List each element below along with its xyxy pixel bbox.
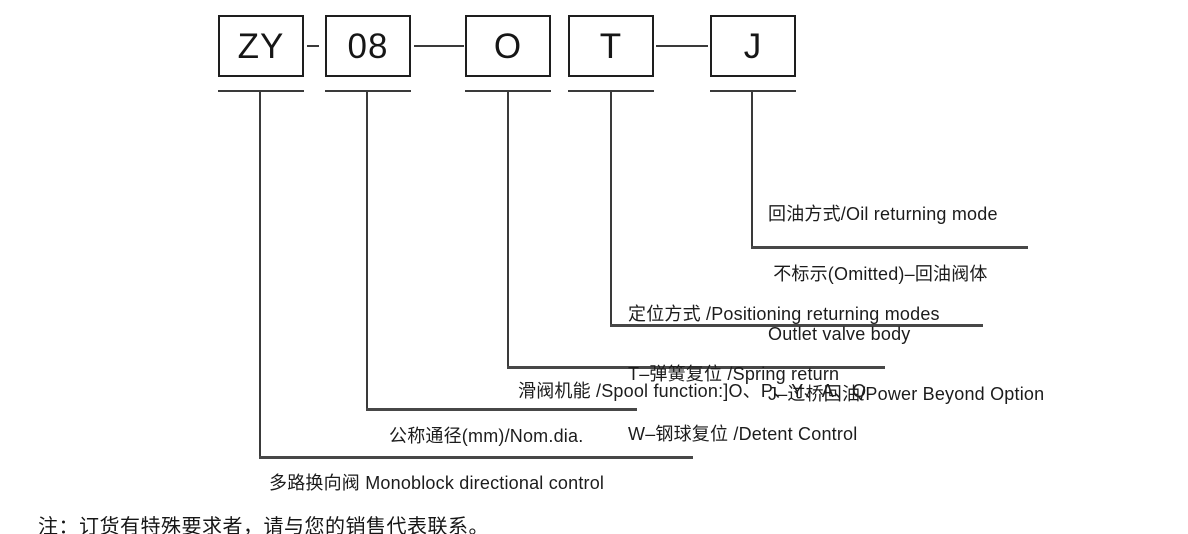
leader-baseline-o bbox=[507, 366, 885, 369]
explanation-line: 公称通径(mm)/Nom.dia. bbox=[389, 426, 584, 446]
leader-tick-j bbox=[710, 90, 796, 92]
leader-vertical-08 bbox=[366, 90, 368, 411]
code-label-o: O bbox=[493, 26, 523, 66]
leader-baseline-j bbox=[751, 246, 1028, 249]
leader-vertical-o bbox=[507, 90, 509, 369]
leader-baseline-zy bbox=[259, 456, 693, 459]
code-label-t: T bbox=[599, 26, 623, 66]
explanation-spool-function: 滑阀机能 /Spool function:]O、P、Y、A、Q bbox=[518, 341, 866, 441]
explanation-positioning-modes: 定位方式 /Positioning returning modes T–弹簧复位… bbox=[628, 264, 940, 484]
explanation-line: 不标示(Omitted)–回油阀体 bbox=[768, 264, 988, 284]
explanation-line: T–弹簧复位 /Spring return bbox=[628, 364, 840, 384]
code-box-j: J bbox=[710, 15, 796, 77]
explanation-oil-returning-mode: 回油方式/Oil returning mode 不标示(Omitted)–回油阀… bbox=[768, 164, 1044, 444]
code-box-o: O bbox=[465, 15, 551, 77]
explanation-line: 多路换向阀 Monoblock directional control bbox=[269, 473, 605, 493]
code-label-zy: ZY bbox=[237, 26, 285, 66]
code-label-08: 08 bbox=[347, 26, 389, 66]
code-box-t: T bbox=[568, 15, 654, 77]
connector-08-o bbox=[414, 45, 464, 47]
leader-tick-zy bbox=[218, 90, 304, 92]
notes-line-zh: 注：订货有特殊要求者，请与您的销售代表联系。 bbox=[38, 516, 489, 534]
explanation-nominal-diameter: 公称通径(mm)/Nom.dia. bbox=[389, 386, 583, 486]
leader-vertical-t bbox=[610, 90, 612, 327]
leader-vertical-j bbox=[751, 90, 753, 249]
explanation-line: 滑阀机能 /Spool function:]O、P、Y、A、Q bbox=[518, 381, 867, 401]
explanation-line: Outlet valve body bbox=[768, 324, 911, 344]
leader-baseline-08 bbox=[366, 408, 637, 411]
explanation-line: 定位方式 /Positioning returning modes bbox=[628, 304, 940, 324]
explanation-line: 回油方式/Oil returning mode bbox=[768, 204, 998, 224]
explanation-valve-type: 多路换向阀 Monoblock directional control bbox=[269, 433, 604, 533]
code-box-zy: ZY bbox=[218, 15, 304, 77]
explanation-line: J–过桥回油/Power Beyond Option bbox=[768, 384, 1045, 404]
connector-t-j bbox=[656, 45, 708, 47]
leader-vertical-zy bbox=[259, 90, 261, 459]
leader-tick-08 bbox=[325, 90, 411, 92]
leader-baseline-t bbox=[610, 324, 983, 327]
code-label-j: J bbox=[743, 26, 763, 66]
explanation-line: W–钢球复位 /Detent Control bbox=[628, 424, 858, 444]
connector-zy-08 bbox=[307, 45, 319, 47]
code-box-08: 08 bbox=[325, 15, 411, 77]
footer-notes: 注：订货有特殊要求者，请与您的销售代表联系。 Notes:Special fea… bbox=[38, 479, 1103, 534]
